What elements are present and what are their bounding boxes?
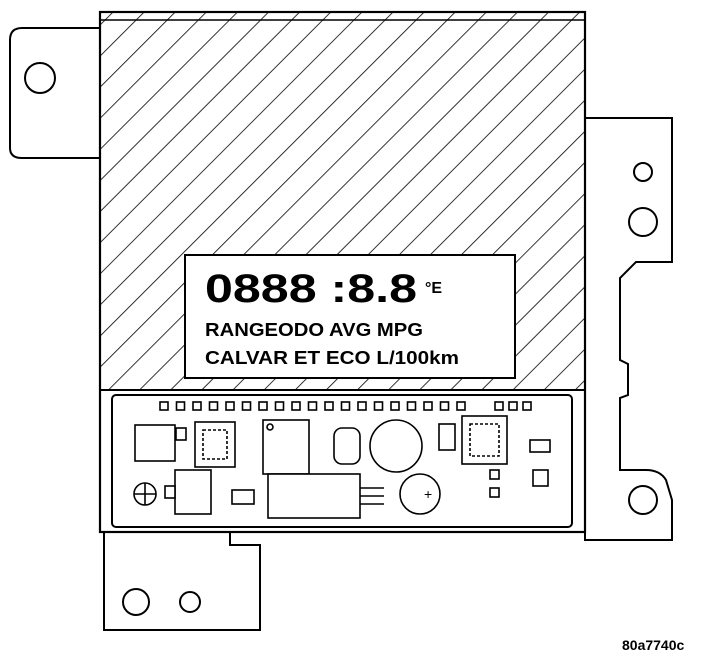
connector-pin [373, 401, 384, 411]
connector-pin [423, 401, 433, 411]
connector-pin [508, 401, 518, 411]
connector-pin [159, 401, 169, 411]
connector-pin [291, 401, 301, 411]
left-bracket-mounting-hole [24, 62, 56, 94]
figure-id: 80a7740c [622, 637, 685, 653]
connector-pin [357, 401, 367, 411]
smd-pad [489, 487, 500, 498]
connector-pin [208, 401, 219, 411]
smd-pad [532, 469, 549, 487]
bottom-bracket-hole-left [122, 588, 150, 616]
connector-pin [307, 401, 318, 411]
svg-text:+: + [424, 486, 432, 502]
right-bracket-hole-bottom [628, 485, 658, 515]
vfd-display-window: 0888 :8.8 °E RANGEODO AVG MPG CALVAR ET … [184, 254, 516, 379]
smd-pad [489, 469, 500, 480]
display-label-line-2: CALVAR ET ECO L/100km [205, 348, 459, 368]
circuit-board: + [111, 394, 573, 528]
connector-block [267, 473, 361, 519]
display-driver-left [194, 421, 236, 468]
display-label-line-1: RANGEODO AVG MPG [205, 320, 423, 340]
crystal [333, 427, 361, 465]
connector-pin [406, 401, 417, 411]
right-bracket-hole-top [633, 162, 653, 182]
diode [529, 439, 551, 453]
connector-pin [439, 401, 450, 411]
connector-pin [175, 401, 186, 411]
smd-component [438, 423, 456, 451]
smd-pad [175, 427, 187, 441]
edge-connector-pins [159, 401, 532, 411]
connector-pin [225, 401, 235, 411]
bottom-bracket-hole-right [179, 591, 201, 613]
connector-pin [390, 401, 400, 411]
connector-pin [456, 401, 466, 411]
connector-pin [192, 401, 202, 411]
connector-pin [324, 401, 334, 411]
voltage-regulator [174, 469, 212, 515]
right-bracket-hole-middle [628, 207, 658, 237]
connector-pin [340, 401, 351, 411]
connector-pin [258, 401, 268, 411]
unit-suffix: °E [425, 280, 442, 297]
small-ic-chip [134, 424, 176, 462]
small-capacitor [231, 489, 255, 505]
right-mounting-bracket [584, 117, 673, 541]
electrolytic-capacitor [399, 473, 441, 515]
connector-pin [241, 401, 252, 411]
bottom-mounting-bracket [103, 527, 261, 631]
connector-pin [494, 401, 504, 411]
left-mounting-bracket [9, 27, 101, 159]
segment-readout: 0888 :8.8 [205, 267, 417, 311]
connector-pin [274, 401, 285, 411]
buzzer [369, 419, 423, 473]
connector-pin [522, 401, 532, 411]
